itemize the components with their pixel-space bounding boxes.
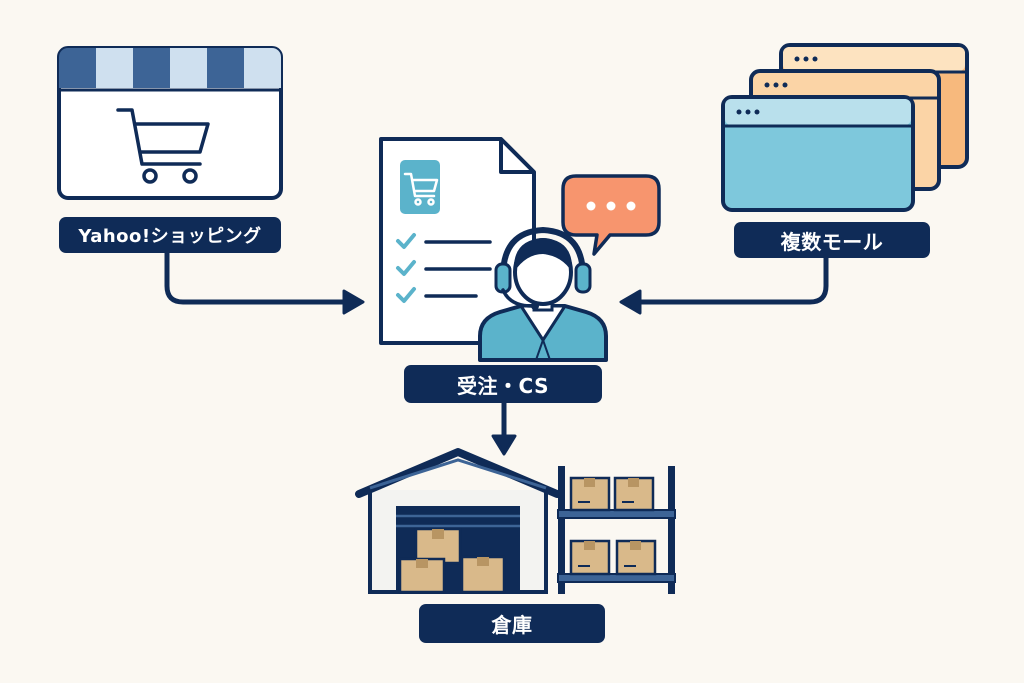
order-cs-label: 受注・CS — [404, 365, 602, 403]
warehouse-icon — [355, 448, 561, 594]
checklist — [396, 233, 492, 303]
multiple-malls-label: 複数モール — [734, 222, 930, 258]
warehouse-label: 倉庫 — [419, 604, 605, 643]
order-document-icon — [379, 137, 536, 345]
yahoo-shopping-label: Yahoo!ショッピング — [59, 217, 281, 253]
speech-bubble-icon — [561, 174, 661, 256]
mall-windows-icon — [721, 43, 969, 212]
operator-icon — [478, 226, 608, 362]
shopping-cart-icon — [116, 108, 210, 184]
document-cart-icon — [403, 172, 439, 206]
cardboard-boxes-icon — [398, 527, 506, 594]
arrow-yahoo-to-order — [164, 249, 365, 315]
shelf-rack-icon — [557, 466, 676, 594]
arrow-malls-to-order — [619, 255, 829, 315]
arrow-order-to-warehouse — [491, 400, 517, 456]
